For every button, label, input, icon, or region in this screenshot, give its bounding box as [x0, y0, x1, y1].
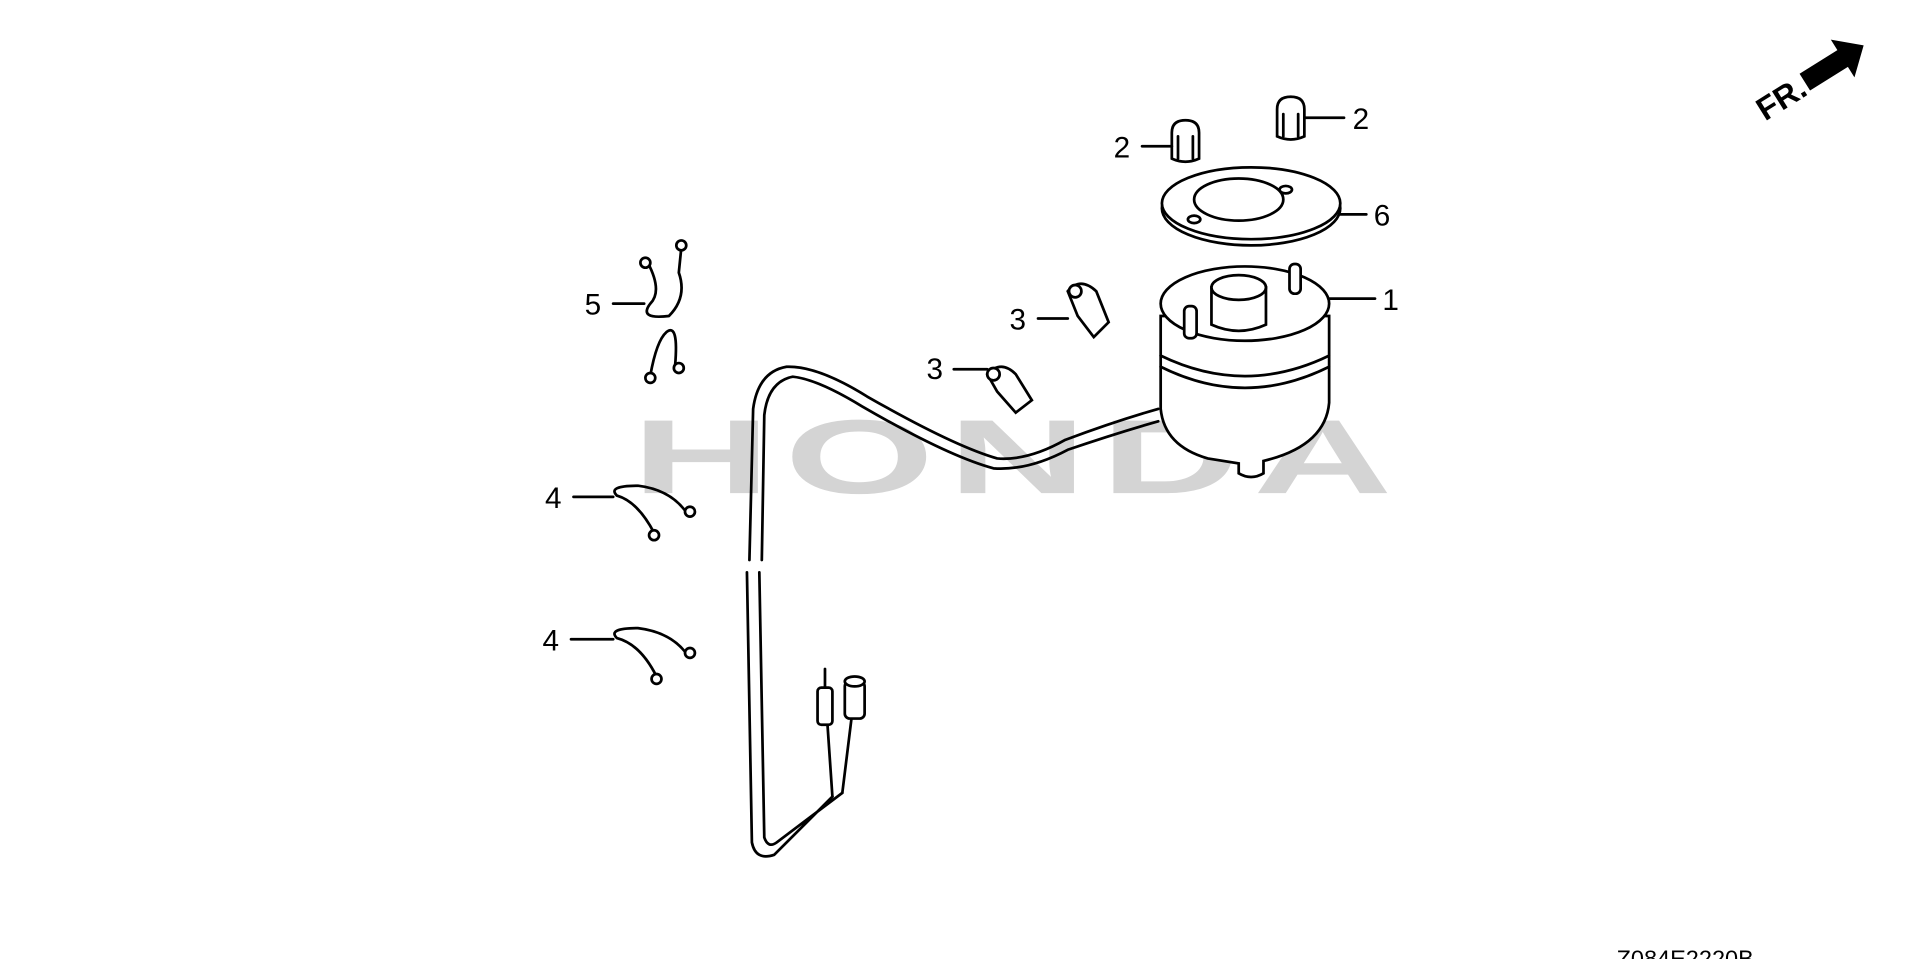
callout-label: 3: [1010, 304, 1027, 337]
wire-clip-part: [613, 484, 697, 542]
callout-label: 2: [1114, 131, 1131, 164]
arrow-icon: [1799, 39, 1864, 91]
cap-part: [1275, 95, 1306, 141]
front-direction-indicator: FR.: [1750, 39, 1864, 127]
callout-label: 4: [545, 482, 562, 515]
callout-label: 1: [1382, 284, 1399, 317]
callout-label: 4: [543, 624, 560, 657]
callout-label: 2: [1353, 103, 1370, 136]
gasket-part: [1160, 165, 1342, 247]
diagram-code: Z084E2220B: [1617, 945, 1754, 959]
wire-clip-part: [639, 239, 688, 385]
motor-part: [1159, 262, 1331, 479]
callout-leaders: [569, 116, 1377, 641]
cap-part: [1170, 118, 1201, 164]
callout-label: 3: [927, 353, 944, 386]
callout-label: 5: [585, 289, 602, 322]
cable-harness: [745, 365, 1160, 858]
callout-label: 6: [1374, 200, 1391, 233]
clip-part: [1066, 282, 1111, 340]
clip-part: [985, 365, 1034, 415]
wire-clip-part: [613, 626, 697, 686]
